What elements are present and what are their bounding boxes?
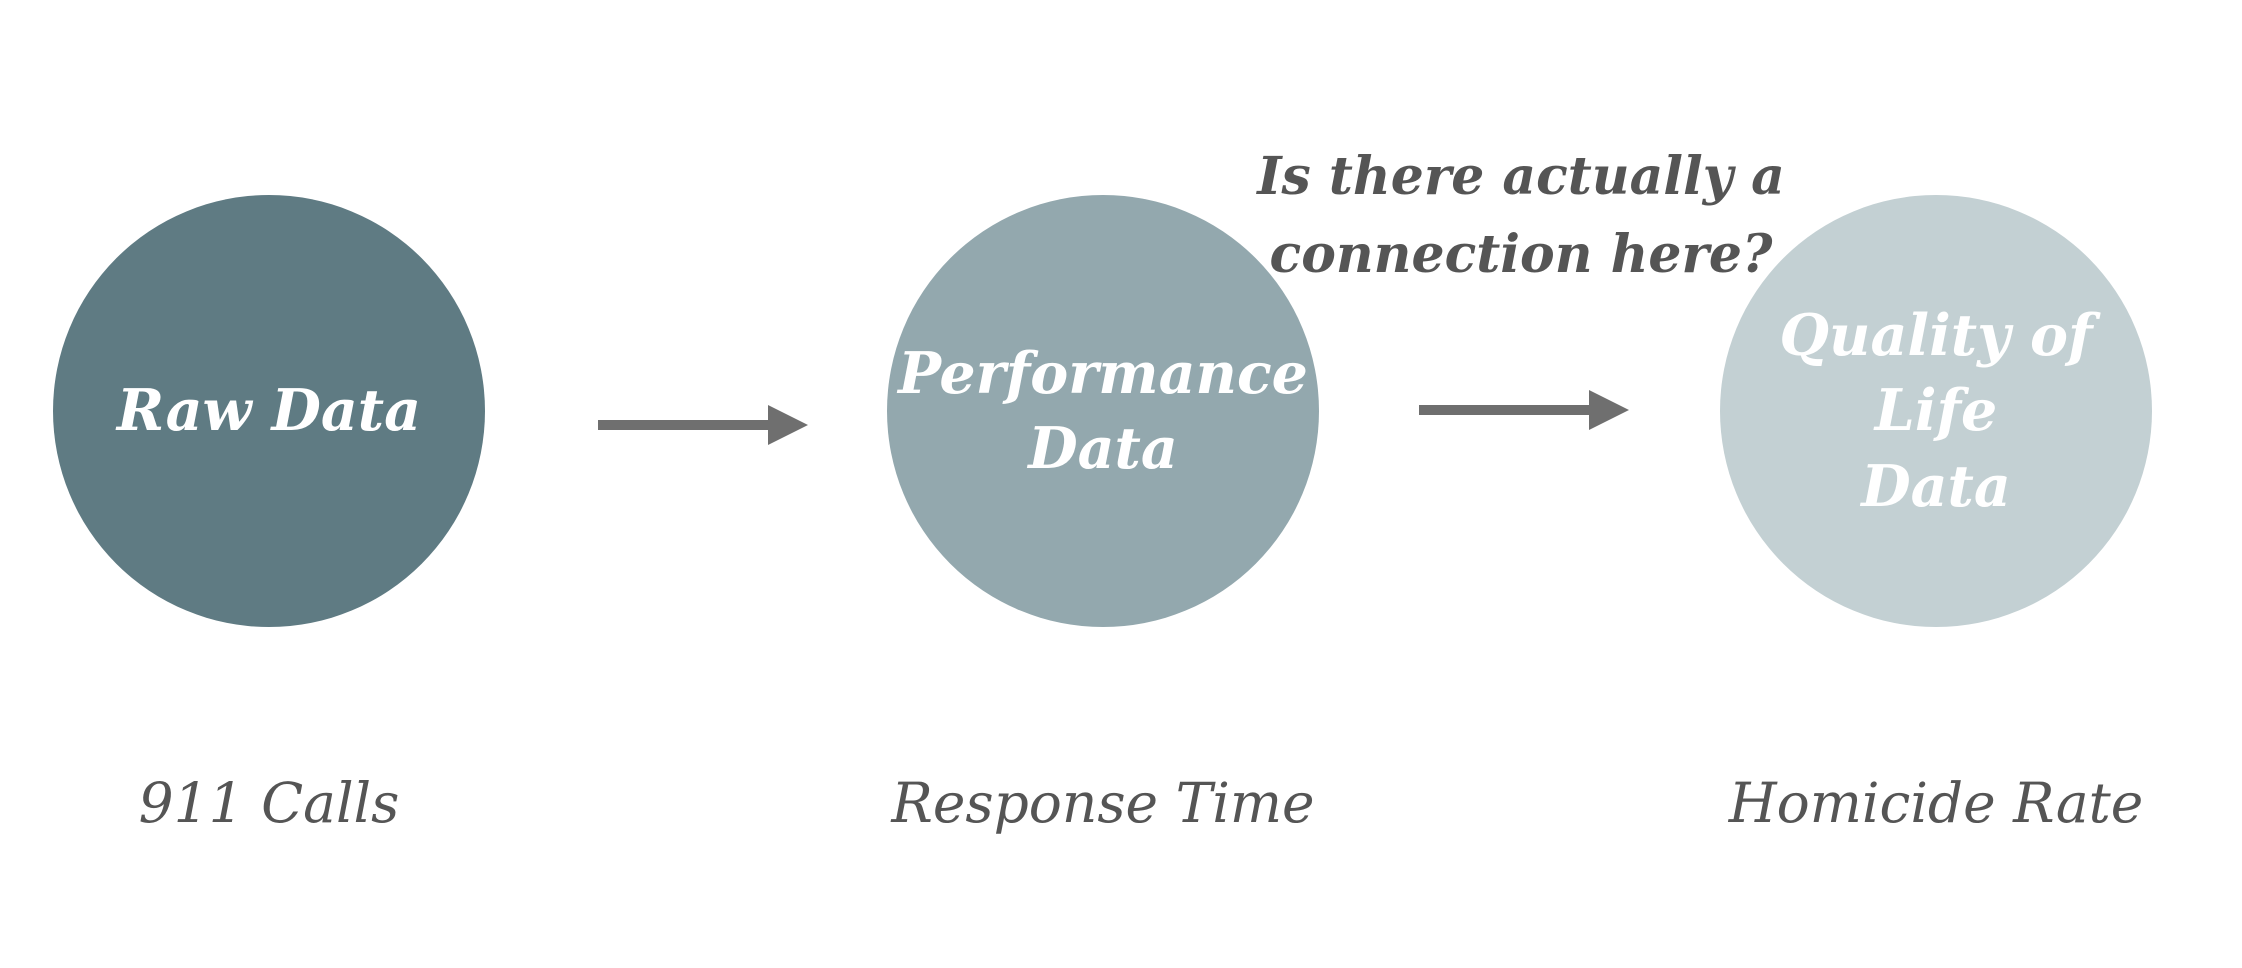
node-quality-of-life-data: Quality of Life Data	[1720, 195, 2152, 627]
arrow-head	[1589, 390, 1629, 430]
right-arrow-icon	[1419, 390, 1629, 430]
caption-response-time: Response Time	[891, 771, 1315, 835]
node-raw-data: Raw Data	[53, 195, 485, 627]
node-label: Raw Data	[116, 377, 422, 445]
node-label: Quality of Life Data	[1779, 302, 2093, 520]
node-label: Performance Data	[898, 339, 1308, 482]
right-arrow-icon	[598, 405, 808, 445]
caption-911-calls: 911 Calls	[138, 771, 400, 835]
node-performance-data: Performance Data	[887, 195, 1319, 627]
caption-homicide-rate: Homicide Rate	[1728, 771, 2144, 835]
connection-question: Is there actually a connection here?	[1257, 146, 1785, 285]
arrow-shaft	[1419, 405, 1591, 415]
arrow-shaft	[598, 420, 770, 430]
arrow-head	[768, 405, 808, 445]
